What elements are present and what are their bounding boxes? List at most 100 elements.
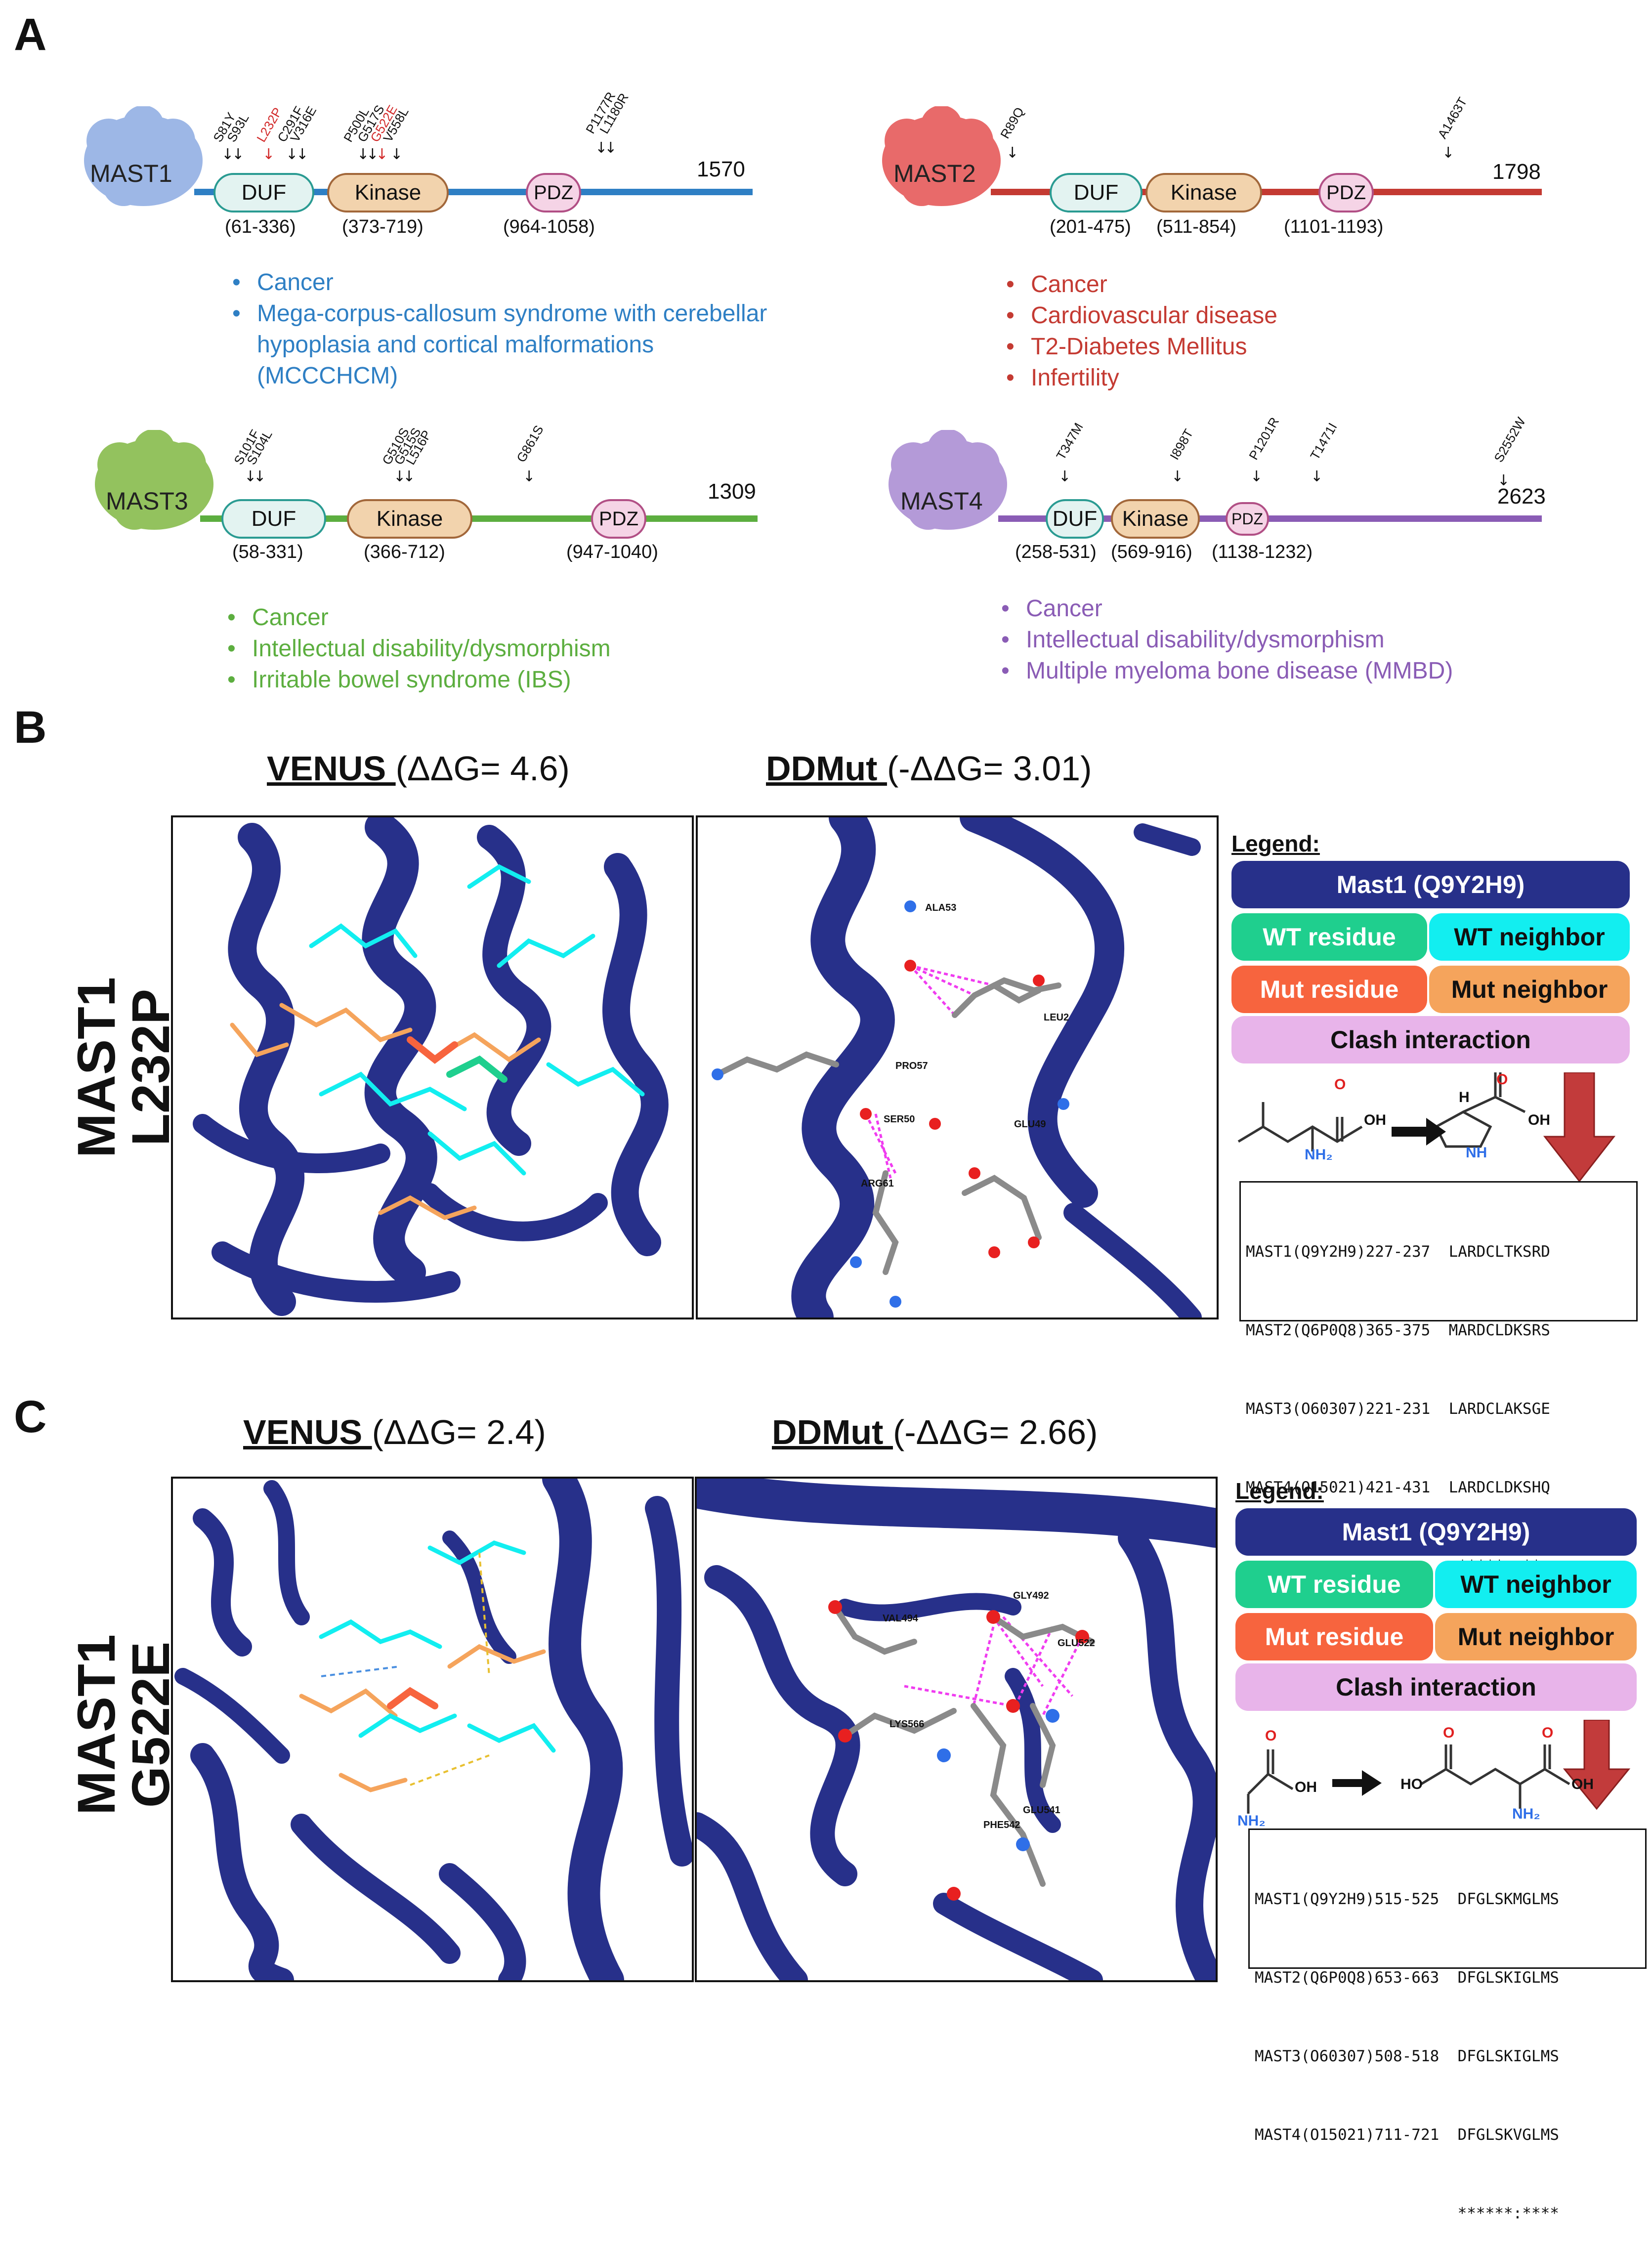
panel-b-leucine-to-proline bbox=[1237, 1072, 1616, 1183]
mast1-l232p-arrow: ↓ bbox=[262, 146, 275, 163]
ddmut-residue-label: GLU49 bbox=[1014, 1119, 1046, 1130]
panel-c-row-label: MAST1 G522E bbox=[66, 1634, 180, 1816]
mast4-mut-t347m: T347M bbox=[1053, 420, 1086, 463]
mast1-disease-item: hypoplasia and cortical malformations bbox=[257, 332, 654, 358]
mast4-kinase-range: (569-916) bbox=[1111, 542, 1192, 562]
legend-mut-neighbor: Mut neighbor bbox=[1429, 966, 1630, 1013]
mast4-kinase-domain: Kinase bbox=[1111, 499, 1200, 539]
mast4-disease-item: •Cancer bbox=[1001, 595, 1102, 622]
ddmut-residue-label: PHE542 bbox=[983, 1820, 1020, 1830]
chem-label: O bbox=[1443, 1725, 1455, 1741]
mast2-mut-arrow-1: ↓ bbox=[1006, 144, 1019, 162]
mast2-name: MAST2 bbox=[893, 160, 976, 187]
mast4-mut-arrow-3: ↓ bbox=[1250, 468, 1263, 485]
panel-c-ddmut-title: DDMut (-ΔΔG= 2.66) bbox=[772, 1412, 1098, 1452]
chem-label: NH₂ bbox=[1305, 1147, 1333, 1163]
panel-c-ddmut-structure: VAL494 GLY492 GLU522 LYS566 GLU541 PHE54… bbox=[695, 1477, 1218, 1982]
mast2-blob bbox=[882, 106, 1001, 206]
alignment-row: MAST3(O60307)508-518 DFGLSKIGLMS bbox=[1255, 2047, 1559, 2065]
legend-mut-neighbor: Mut neighbor bbox=[1435, 1613, 1637, 1660]
mast2-kinase-range: (511-854) bbox=[1156, 216, 1236, 237]
legend-wt-neighbor: WT neighbor bbox=[1429, 913, 1630, 961]
mast2-mut-arrow-2: ↓ bbox=[1442, 144, 1455, 162]
venus-ribbon-render bbox=[173, 1479, 692, 1980]
legend-clash: Clash interaction bbox=[1235, 1663, 1637, 1711]
mast2-pdz-range: (1101-1193) bbox=[1284, 216, 1384, 237]
mast4-disease-list: •Cancer •Intellectual disability/dysmorp… bbox=[1001, 593, 1453, 686]
mast1-blob bbox=[84, 106, 203, 206]
mast3-length: 1309 bbox=[708, 479, 756, 504]
panel-b-ddmut-title: DDMut (-ΔΔG= 3.01) bbox=[766, 749, 1092, 788]
mast3-mut-arrow-3: ↓ bbox=[523, 468, 536, 485]
mast1-duf-domain: DUF bbox=[213, 173, 314, 213]
legend-protein: Mast1 (Q9Y2H9) bbox=[1235, 1508, 1637, 1556]
panel-b-letter: B bbox=[14, 702, 47, 753]
ddmut-ribbon-render bbox=[697, 1479, 1216, 1980]
mast2-disease-item: •T2-Diabetes Mellitus bbox=[1006, 334, 1247, 360]
chem-label: OH bbox=[1295, 1779, 1317, 1795]
mast3-disease-item: •Intellectual disability/dysmorphism bbox=[227, 636, 611, 662]
mast4-mut-i898t: I898T bbox=[1167, 426, 1196, 463]
mast1-pdz-range: (964-1058) bbox=[503, 216, 595, 237]
mast3-duf-range: (58-331) bbox=[232, 542, 303, 562]
mast3-kinase-domain: Kinase bbox=[347, 499, 472, 539]
mast1-disease-item: (MCCCHCM) bbox=[257, 363, 398, 389]
mast4-length: 2623 bbox=[1497, 484, 1546, 509]
chem-label: NH bbox=[1466, 1145, 1487, 1161]
mast2-disease-item: •Infertility bbox=[1006, 365, 1119, 391]
mast2-disease-list: •Cancer •Cardiovascular disease •T2-Diab… bbox=[1006, 269, 1277, 393]
panel-b-legend-title: Legend: bbox=[1231, 831, 1320, 856]
panel-b-alignment: MAST1(Q9Y2H9)227-237 LARDCLTKSRD MAST2(Q… bbox=[1239, 1181, 1638, 1575]
mast1-kinase-range: (373-719) bbox=[342, 216, 424, 237]
mast4-disease-item: •Multiple myeloma bone disease (MMBD) bbox=[1001, 658, 1453, 684]
chem-label: NH₂ bbox=[1512, 1806, 1540, 1822]
chem-label: OH bbox=[1571, 1776, 1594, 1792]
legend-wt-residue: WT residue bbox=[1235, 1561, 1433, 1608]
alignment-row: MAST2(Q6P0Q8)365-375 MARDCLDKSRS bbox=[1246, 1321, 1550, 1339]
ddmut-residue-label: GLY492 bbox=[1013, 1590, 1049, 1601]
legend-mut-residue: Mut residue bbox=[1235, 1613, 1433, 1660]
ddmut-ddg: (-ΔΔG= 3.01) bbox=[887, 749, 1092, 788]
legend-wt-neighbor: WT neighbor bbox=[1435, 1561, 1637, 1608]
ddmut-residue-label: GLU541 bbox=[1023, 1805, 1060, 1816]
ddmut-tool-name: DDMut bbox=[772, 1413, 893, 1451]
mast4-mut-t1471i: T1471I bbox=[1307, 420, 1340, 463]
venus-ddg: (ΔΔG= 2.4) bbox=[372, 1413, 546, 1451]
ddmut-residue-label: SER50 bbox=[884, 1114, 915, 1125]
mast1-disease-item: •Cancer bbox=[232, 269, 334, 296]
mast1-mut-arrow-4: ↓ bbox=[390, 146, 403, 163]
mast3-mut-arrows-1: ↓↓ bbox=[244, 468, 266, 485]
mast4-mut-arrow-2: ↓ bbox=[1171, 468, 1184, 485]
mast1-name: MAST1 bbox=[90, 160, 172, 187]
mast4-name: MAST4 bbox=[900, 487, 983, 515]
mast1-mut-arrows-3: ↓↓↓ bbox=[357, 146, 388, 163]
alignment-row: MAST2(Q6P0Q8)653-663 DFGLSKIGLMS bbox=[1255, 1969, 1559, 1987]
chem-label: NH₂ bbox=[1237, 1813, 1266, 1829]
panel-a-letter: A bbox=[14, 9, 47, 60]
ddmut-residue-label: LYS566 bbox=[890, 1719, 925, 1730]
mast4-mut-p1201r: P1201R bbox=[1246, 415, 1282, 463]
ddmut-ddg: (-ΔΔG= 2.66) bbox=[892, 1413, 1098, 1451]
mast1-disease-item: •Mega-corpus-callosum syndrome with cere… bbox=[232, 300, 767, 327]
mast4-pdz-domain: PDZ bbox=[1226, 502, 1269, 536]
panel-b-row-label: MAST1 L232P bbox=[66, 977, 180, 1158]
mast4-pdz-range: (1138-1232) bbox=[1212, 542, 1313, 562]
chem-label: OH bbox=[1528, 1112, 1550, 1128]
mast2-mut-a1463t: A1463T bbox=[1435, 94, 1470, 141]
alignment-row: MAST3(O60307)221-231 LARDCLAKSGE bbox=[1246, 1400, 1550, 1418]
mast4-disease-item: •Intellectual disability/dysmorphism bbox=[1001, 627, 1385, 653]
alignment-row: MAST4(O15021)421-431 LARDCLDKSHQ bbox=[1246, 1479, 1550, 1496]
mast3-disease-item: •Irritable bowel syndrome (IBS) bbox=[227, 667, 571, 693]
mast4-duf-domain: DUF bbox=[1046, 499, 1104, 539]
legend-mut-residue: Mut residue bbox=[1231, 966, 1427, 1013]
ddmut-residue-label: GLU522 bbox=[1058, 1638, 1095, 1649]
panel-b-venus-structure bbox=[171, 815, 694, 1319]
alignment-row: ******:**** bbox=[1255, 2205, 1559, 2222]
mast4-mut-arrow-1: ↓ bbox=[1059, 468, 1071, 485]
chem-label: HO bbox=[1400, 1776, 1423, 1792]
venus-ddg: (ΔΔG= 4.6) bbox=[395, 749, 570, 788]
mast2-kinase-domain: Kinase bbox=[1145, 173, 1262, 213]
legend-protein: Mast1 (Q9Y2H9) bbox=[1231, 861, 1630, 908]
panel-c-letter: C bbox=[14, 1392, 47, 1442]
alignment-row: MAST1(Q9Y2H9)515-525 DFGLSKMGLMS bbox=[1255, 1890, 1559, 1908]
